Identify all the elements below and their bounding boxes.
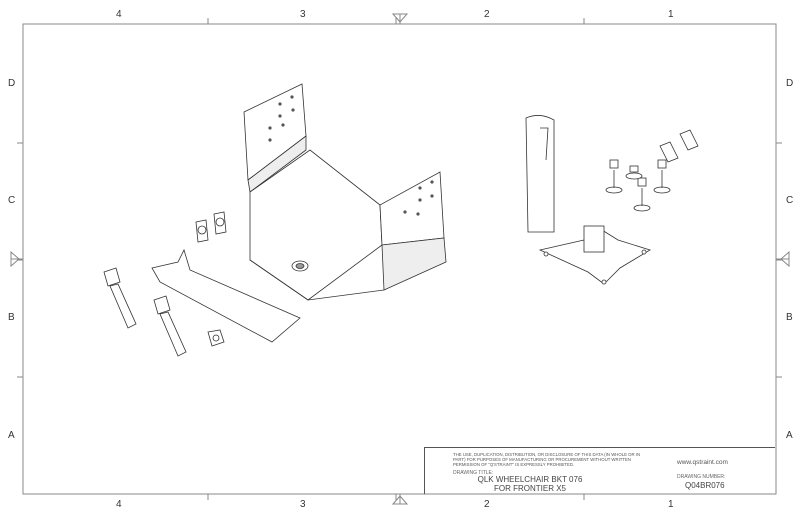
zone-row-a-right: A [786,430,793,441]
wheelchair-bracket [243,83,447,301]
zone-column-4: 4 [116,9,122,20]
drawing-title-line1: QLK WHEELCHAIR BKT 076 [477,475,583,484]
zone-column-3: 3 [300,9,306,20]
title-block: THE USE, DUPLICATION, DISTRIBUTION, OR D… [424,447,775,494]
tie-down-strap [525,115,555,233]
zone-column-2: 2 [484,9,490,20]
zone-column-4-bottom: 4 [116,499,122,510]
website-text: www.qstraint.com [677,459,728,466]
zone-row-c: C [8,195,16,206]
zone-row-b-right: B [786,312,793,323]
mounting-plate [151,248,301,343]
zone-row-c-right: C [786,195,794,206]
anchor-plate [538,225,651,285]
zone-column-1: 1 [668,9,674,20]
disclaimer-text: THE USE, DUPLICATION, DISTRIBUTION, OR D… [453,452,641,467]
drawing-number: Q04BR076 [685,481,725,490]
zone-row-d: D [8,78,16,89]
drawing-title-line2: FOR FRONTIER X5 [493,483,566,493]
hardware-bolts [103,211,227,357]
zone-row-d-right: D [786,78,794,89]
drawing-title: QLK WHEELCHAIR BKT 076 FOR FRONTIER X5 [465,475,595,493]
hardware-studs [605,129,699,212]
zone-row-b: B [8,312,15,323]
drawing-number-label: DRAWING NUMBER: [677,474,726,480]
zone-column-1-bottom: 1 [668,499,674,510]
zone-row-a: A [8,430,15,441]
drawing-title-label: DRAWING TITLE: [453,470,494,476]
zone-column-3-bottom: 3 [300,499,306,510]
zone-column-2-bottom: 2 [484,499,490,510]
